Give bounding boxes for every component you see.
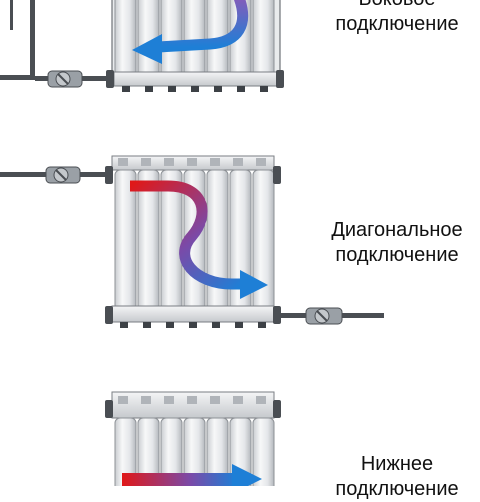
valve-icon	[305, 307, 343, 325]
flow-arrow-icon	[132, 0, 249, 64]
caption-line: подключение	[335, 478, 459, 500]
caption-line: Боковое	[312, 0, 480, 12]
valve-icon	[47, 70, 83, 88]
valve-icon	[45, 166, 81, 184]
caption-line: подключение	[335, 13, 459, 35]
radiator-bottom	[105, 391, 281, 486]
radiator-icon	[105, 391, 281, 486]
connection-diagram	[0, 0, 384, 486]
caption-bottom-connection: Нижнее подключение	[312, 452, 480, 502]
caption-diagonal-connection: Диагональное подключение	[312, 218, 480, 268]
caption-line: Нижнее	[360, 453, 434, 475]
flow-arrow-icon	[122, 464, 262, 486]
caption-line: подключение	[335, 244, 459, 266]
radiator-diagonal	[0, 155, 384, 328]
flow-arrow-icon	[130, 180, 268, 299]
caption-side-connection: Боковое подключение	[312, 0, 480, 37]
caption-line: Диагональное	[331, 219, 463, 241]
pipe-icon	[0, 0, 107, 81]
radiator-side	[0, 0, 284, 92]
